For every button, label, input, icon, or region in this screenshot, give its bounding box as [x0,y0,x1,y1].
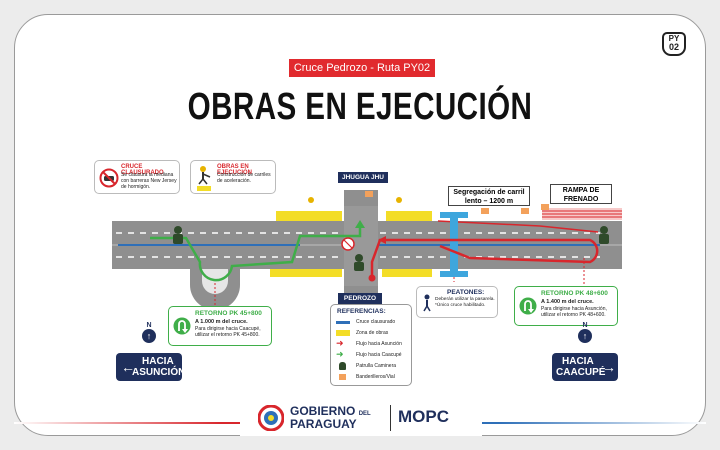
u-turn-icon-left [173,317,191,335]
north-indicator-left: N ↑ [138,322,160,343]
reference-item: ➜ Flujo hacia Asunción [336,338,410,351]
compass-icon-left: ↑ [142,329,156,343]
route-badge: PY 02 [662,32,686,56]
worker-icon [198,166,211,185]
reference-label: Cruce clausurado [356,319,396,325]
ministry-logo: MOPC [398,407,449,426]
closed-cross-icon [99,168,119,188]
paraguay-seal-icon [258,405,284,431]
direction-caacupe-line2: CAACUPÉ [556,367,606,378]
reference-item: Patrulla Caminera [336,362,410,373]
closed-cross-title: CRUCE CLAUSURADO [121,164,164,176]
pedestrians-text: Deberán utilizar la pasarela. *Único cru… [435,297,495,308]
reference-item: Banderilleros/Vial [336,373,410,384]
arrow-right-icon: → [602,359,616,375]
reference-label: Patrulla Caminera [356,363,397,369]
return-right-distance: A 1.400 m del cruce. [541,299,594,305]
north-letter-left: N [146,322,152,329]
route-badge-top: PY [668,34,680,43]
gov-line1: GOBIERNO DEL [290,404,371,418]
patrol-icon [339,362,346,370]
direction-asuncion: ← HACIA ASUNCIÓN [116,353,186,381]
return-left-box: RETORNO PK 45+800 A 1.000 m del cruce. P… [168,306,272,346]
works-text: Construcción de carriles de aceleración. [217,172,271,184]
works-zone-swatch [336,330,350,336]
red-arrow-icon: ➜ [336,338,344,348]
works-legend: OBRAS EN EJECUCIÓN Construcción de carri… [190,160,276,194]
closed-cross-swatch [336,321,350,324]
closed-cross-text: Se clausura la mediana con barreras New … [121,172,177,190]
return-right-box: RETORNO PK 48+600 A 1.400 m del cruce. P… [514,286,618,326]
green-arrow-icon: ➜ [336,349,344,359]
slow-lane-label: Segregación de carril lento – 1200 m [448,186,530,206]
pedestrian-icon [423,294,431,312]
u-turn-icon-right [519,297,537,315]
references-title: REFERENCIAS: [337,308,386,315]
direction-asuncion-line1: HACIA [142,356,174,367]
pedestrians-box: PEATONES: Deberán utilizar la pasarela. … [416,286,498,318]
north-letter-right: N [582,322,588,329]
works-zone-swatch [197,186,211,191]
gov-line2: PARAGUAY [290,417,357,431]
route-tag: Cruce Pedrozo - Ruta PY02 [289,59,435,77]
return-left-title: RETORNO PK 45+800 [195,310,262,317]
reference-item: Zona de obras [336,329,410,340]
jhugua-jhu-label: JHUGUA JHU [338,172,388,183]
references-list: Cruce clausurado Zona de obras ➜ Flujo h… [336,318,410,384]
return-right-title: RETORNO PK 48+600 [541,290,608,297]
gov-word: GOBIERNO [290,404,356,418]
direction-asuncion-line2: ASUNCIÓN [132,367,186,378]
reference-label: Flujo hacia Caacupé [356,352,402,358]
reference-label: Zona de obras [356,330,389,336]
pedestrians-title: PEATONES: [447,289,485,296]
return-right-text: Para dirigirse hacia Asunción, utilizar … [541,306,607,318]
flagger-icon [339,374,346,380]
route-badge-bottom: 02 [668,42,679,52]
braking-ramp-label: RAMPA DE FRENADO [550,184,612,204]
compass-icon-right: ↑ [578,329,592,343]
direction-caacupe: HACIA CAACUPÉ → [552,353,618,381]
reference-item: Cruce clausurado [336,318,410,329]
arrow-left-icon: ← [121,359,135,375]
reference-item: ➜ Flujo hacia Caacupé [336,349,410,362]
footer-separator [390,405,391,431]
return-left-text: Para dirigirse hacia Caacupé, utilizar e… [195,326,261,338]
closed-cross-legend: CRUCE CLAUSURADO Se clausura la mediana … [94,160,180,194]
reference-label: Banderilleros/Vial [356,374,395,380]
page-title: OBRAS EN EJECUCIÓN [187,86,533,128]
works-title: OBRAS EN EJECUCIÓN [217,164,253,176]
pedrozo-label: PEDROZO [338,293,382,304]
gov-del: DEL [358,411,371,417]
direction-caacupe-line1: HACIA [562,356,594,367]
reference-label: Flujo hacia Asunción [356,341,402,347]
return-left-distance: A 1.000 m del cruce. [195,319,248,325]
references-box: REFERENCIAS: Cruce clausurado Zona de ob… [330,304,412,386]
north-indicator-right: N ↑ [574,322,596,343]
